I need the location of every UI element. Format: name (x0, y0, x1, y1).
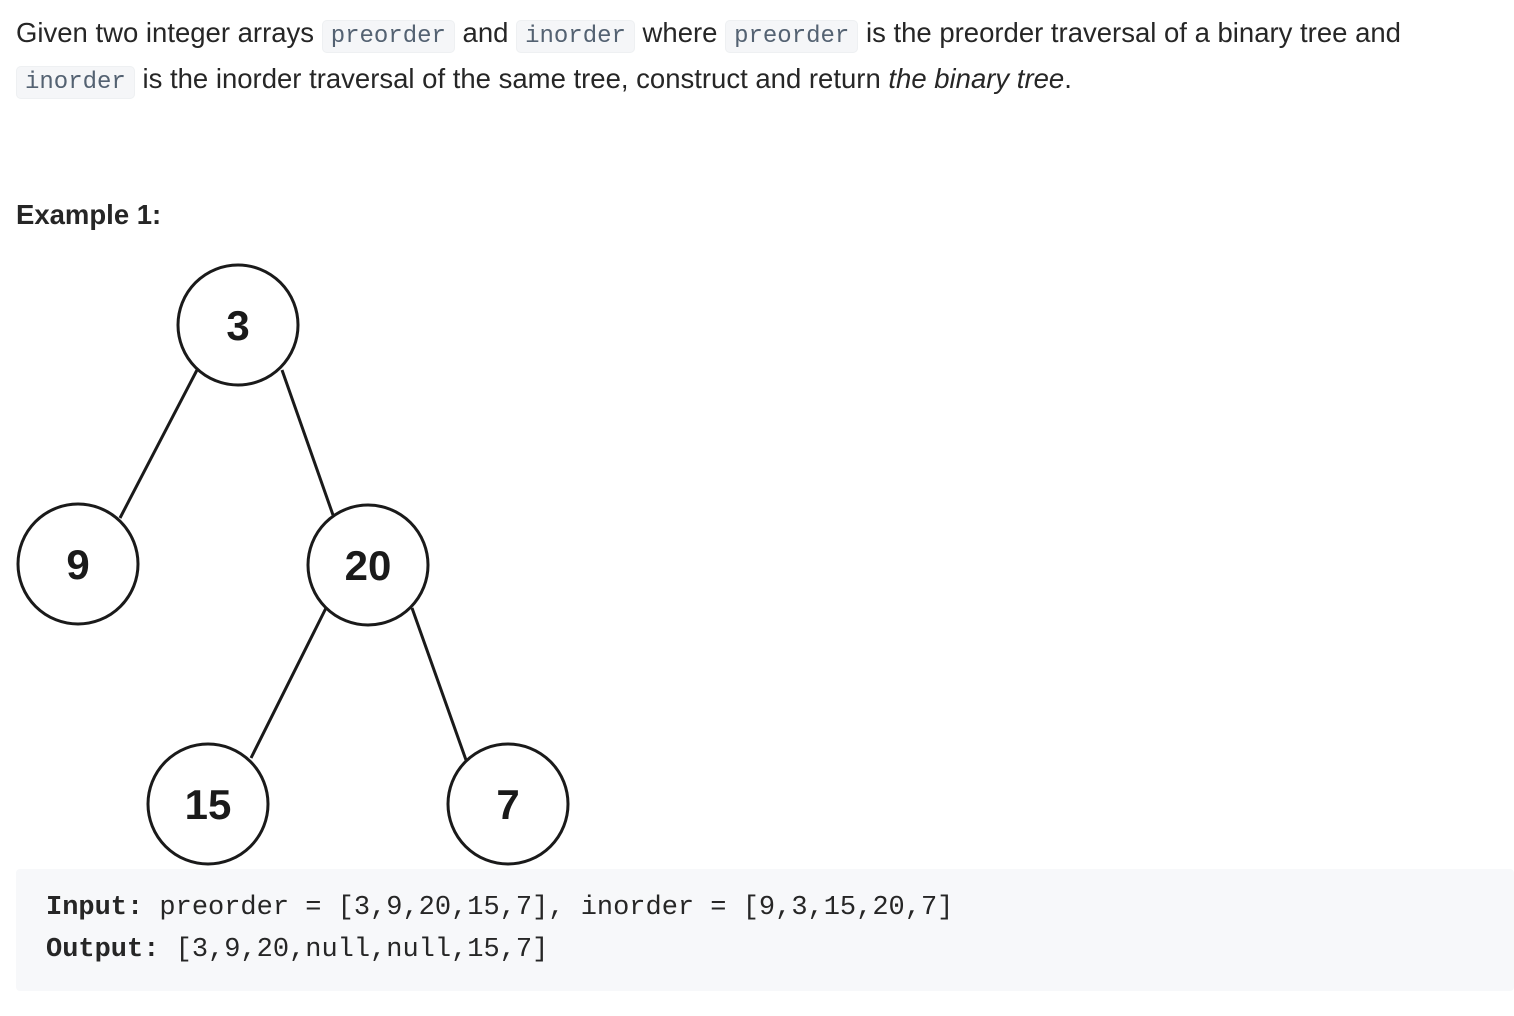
tree-node: 15 (146, 742, 270, 866)
tree-edge (118, 369, 199, 519)
tree-node: 3 (176, 263, 300, 387)
emphasis-text: the binary tree (888, 63, 1065, 94)
problem-text-segment: is the inorder traversal of the same tre… (134, 63, 889, 94)
inline-code-inorder: inorder (516, 20, 635, 53)
inline-code-preorder: preorder (725, 20, 859, 53)
problem-text-segment: . (1064, 63, 1072, 94)
tree-edge (249, 607, 328, 759)
inline-code-preorder: preorder (321, 20, 455, 53)
tree-edge (410, 607, 468, 761)
tree-node-label: 7 (496, 781, 519, 828)
example-io-block: Input: preorder = [3,9,20,15,7], inorder… (16, 869, 1514, 991)
tree-edge (280, 369, 335, 516)
output-value: [3,9,20,null,null,15,7] (159, 935, 549, 965)
output-label: Output: (46, 935, 160, 965)
example-heading: Example 1: (16, 199, 162, 230)
inline-code-inorder: inorder (16, 66, 135, 99)
problem-text-segment: is the preorder traversal of a binary tr… (858, 17, 1401, 48)
tree-node: 9 (16, 502, 140, 626)
tree-node-label: 9 (66, 541, 89, 588)
problem-text-segment: where (634, 17, 726, 48)
binary-tree-diagram: 3 9 20 15 7 (16, 263, 570, 866)
tree-node-label: 15 (185, 781, 232, 828)
input-value: preorder = [3,9,20,15,7], inorder = [9,3… (143, 893, 954, 923)
tree-node-label: 20 (345, 542, 392, 589)
input-label: Input: (46, 893, 144, 923)
problem-text-segment: and (454, 17, 517, 48)
tree-node: 20 (306, 503, 430, 627)
problem-text-segment: Given two integer arrays (16, 17, 322, 48)
tree-node-label: 3 (226, 302, 249, 349)
problem-description: Given two integer arrays preorder and in… (16, 12, 1496, 104)
tree-node: 7 (446, 742, 570, 866)
